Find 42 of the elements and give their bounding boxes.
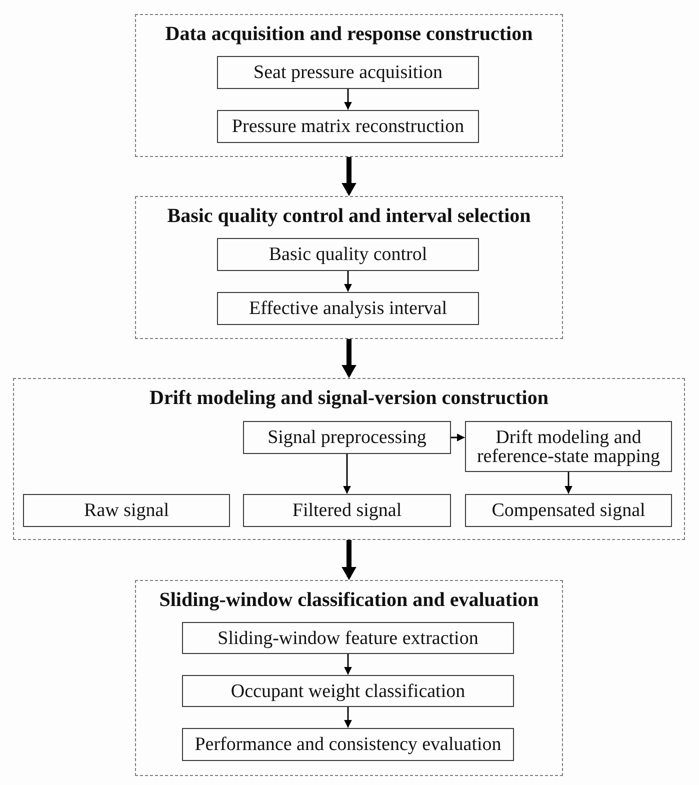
step-label: Sliding-window feature extraction — [218, 628, 478, 648]
arrow — [344, 654, 352, 675]
stage-panel — [135, 14, 563, 157]
stage-panel — [135, 580, 563, 776]
step-label: Raw signal — [84, 501, 169, 520]
stage-title: Drift modeling and signal-version construction — [150, 386, 548, 410]
process-box — [182, 728, 514, 761]
stage-title: Data acquisition and response construction — [165, 22, 533, 46]
stage-panel — [13, 378, 685, 540]
process-box — [465, 421, 672, 472]
arrow — [343, 454, 351, 494]
step-label: Seat pressure acquisition — [254, 63, 442, 82]
arrow — [342, 157, 356, 196]
stage-title: Sliding-window classification and evaluation — [159, 588, 539, 612]
step-label: Performance and consistency evaluation — [194, 735, 502, 754]
step-label: Occupant weight classification — [230, 682, 466, 700]
arrow — [564, 472, 572, 494]
process-box — [217, 292, 479, 325]
step-label: Filtered signal — [292, 501, 402, 520]
process-box — [23, 494, 230, 527]
process-box — [217, 110, 479, 143]
stage-panel — [135, 196, 563, 339]
step-label: Pressure matrix reconstruction — [232, 117, 464, 136]
step-label: Compensated signal — [492, 501, 646, 520]
process-box — [182, 675, 514, 707]
arrow — [344, 707, 352, 728]
arrow — [342, 540, 356, 580]
arrow — [344, 271, 352, 292]
step-label: Drift modeling and reference-state mapping — [476, 428, 662, 466]
process-box — [243, 421, 451, 454]
process-box — [243, 494, 451, 527]
process-box — [465, 494, 672, 527]
process-box — [217, 238, 479, 271]
arrow — [451, 434, 465, 442]
step-label: Signal preprocessing — [268, 428, 426, 447]
process-box — [182, 622, 514, 654]
step-label: Effective analysis interval — [248, 299, 447, 318]
process-box — [217, 56, 479, 89]
arrow — [344, 89, 352, 110]
step-label: Basic quality control — [268, 245, 428, 264]
arrow — [342, 339, 356, 378]
stage-title: Basic quality control and interval selection — [167, 204, 531, 228]
